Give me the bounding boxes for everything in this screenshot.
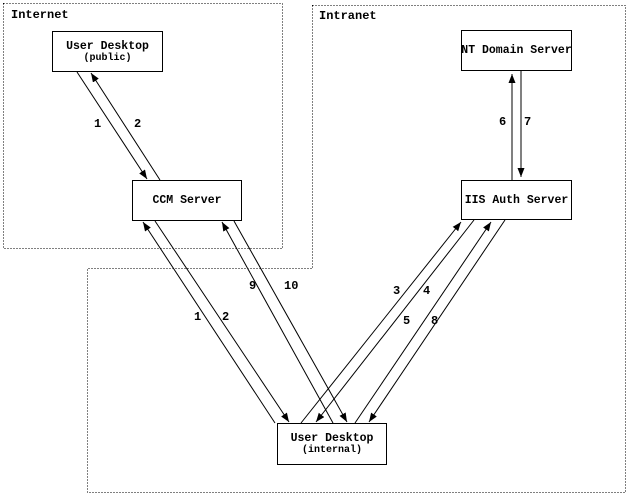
flow-arrow-step-3-user_desktop_internal-to-iis_auth_server [300, 221, 462, 424]
internet-zone-label: Internet [11, 8, 69, 22]
node-iis-auth-server: IIS Auth Server [461, 180, 572, 220]
flow-step-label-2: 2 [134, 117, 142, 131]
node-subtitle: (public) [83, 52, 132, 64]
node-title: NT Domain Server [461, 44, 572, 57]
flow-arrow-step-2-ccm_server-to-user_desktop_public [90, 72, 161, 181]
flow-arrow-step-8-iis_auth_server-to-user_desktop_internal [368, 219, 506, 423]
flow-step-label-1: 1 [94, 117, 102, 131]
flow-arrow-step-1-user_desktop_public-to-ccm_server [76, 71, 148, 180]
flow-step-label-3: 3 [393, 284, 401, 298]
node-title: IIS Auth Server [464, 193, 569, 207]
flow-step-label-7: 7 [524, 115, 532, 129]
flow-arrow-step-4-iis_auth_server-to-user_desktop_internal [315, 219, 475, 423]
flow-step-label-9: 9 [249, 279, 257, 293]
flow-step-label-10: 10 [284, 279, 299, 293]
node-user-desktop-internal: User Desktop (internal) [277, 423, 387, 465]
node-title: CCM Server [152, 194, 222, 207]
flow-arrow-step-9-user_desktop_internal-to-ccm_server [221, 221, 334, 424]
node-user-desktop-public: User Desktop (public) [52, 31, 163, 72]
internet-zone-border [3, 3, 283, 249]
node-title: User Desktop [290, 432, 374, 445]
intranet-zone-border [87, 5, 626, 493]
flow-arrows-group [76, 71, 525, 424]
flow-step-label-2: 2 [222, 310, 230, 324]
flow-arrow-step-10-ccm_server-to-user_desktop_internal [233, 220, 348, 423]
flow-step-label-6: 6 [499, 115, 507, 129]
flow-step-label-4: 4 [423, 284, 431, 298]
node-nt-domain-server: NT Domain Server [461, 30, 572, 71]
node-title: User Desktop [66, 39, 149, 53]
intranet-zone-label: Intranet [319, 9, 377, 23]
flow-step-label-5: 5 [403, 314, 411, 328]
node-ccm-server: CCM Server [132, 180, 242, 221]
flow-step-label-8: 8 [431, 314, 439, 328]
node-subtitle: (internal) [301, 445, 362, 456]
flow-step-label-1: 1 [194, 310, 202, 324]
flow-arrow-step-2-ccm_server-to-user_desktop_internal [154, 220, 290, 423]
flow-arrow-step-1-user_desktop_internal-to-ccm_server [142, 221, 276, 424]
flow-arrow-step-5-user_desktop_internal-to-iis_auth_server [354, 221, 492, 424]
